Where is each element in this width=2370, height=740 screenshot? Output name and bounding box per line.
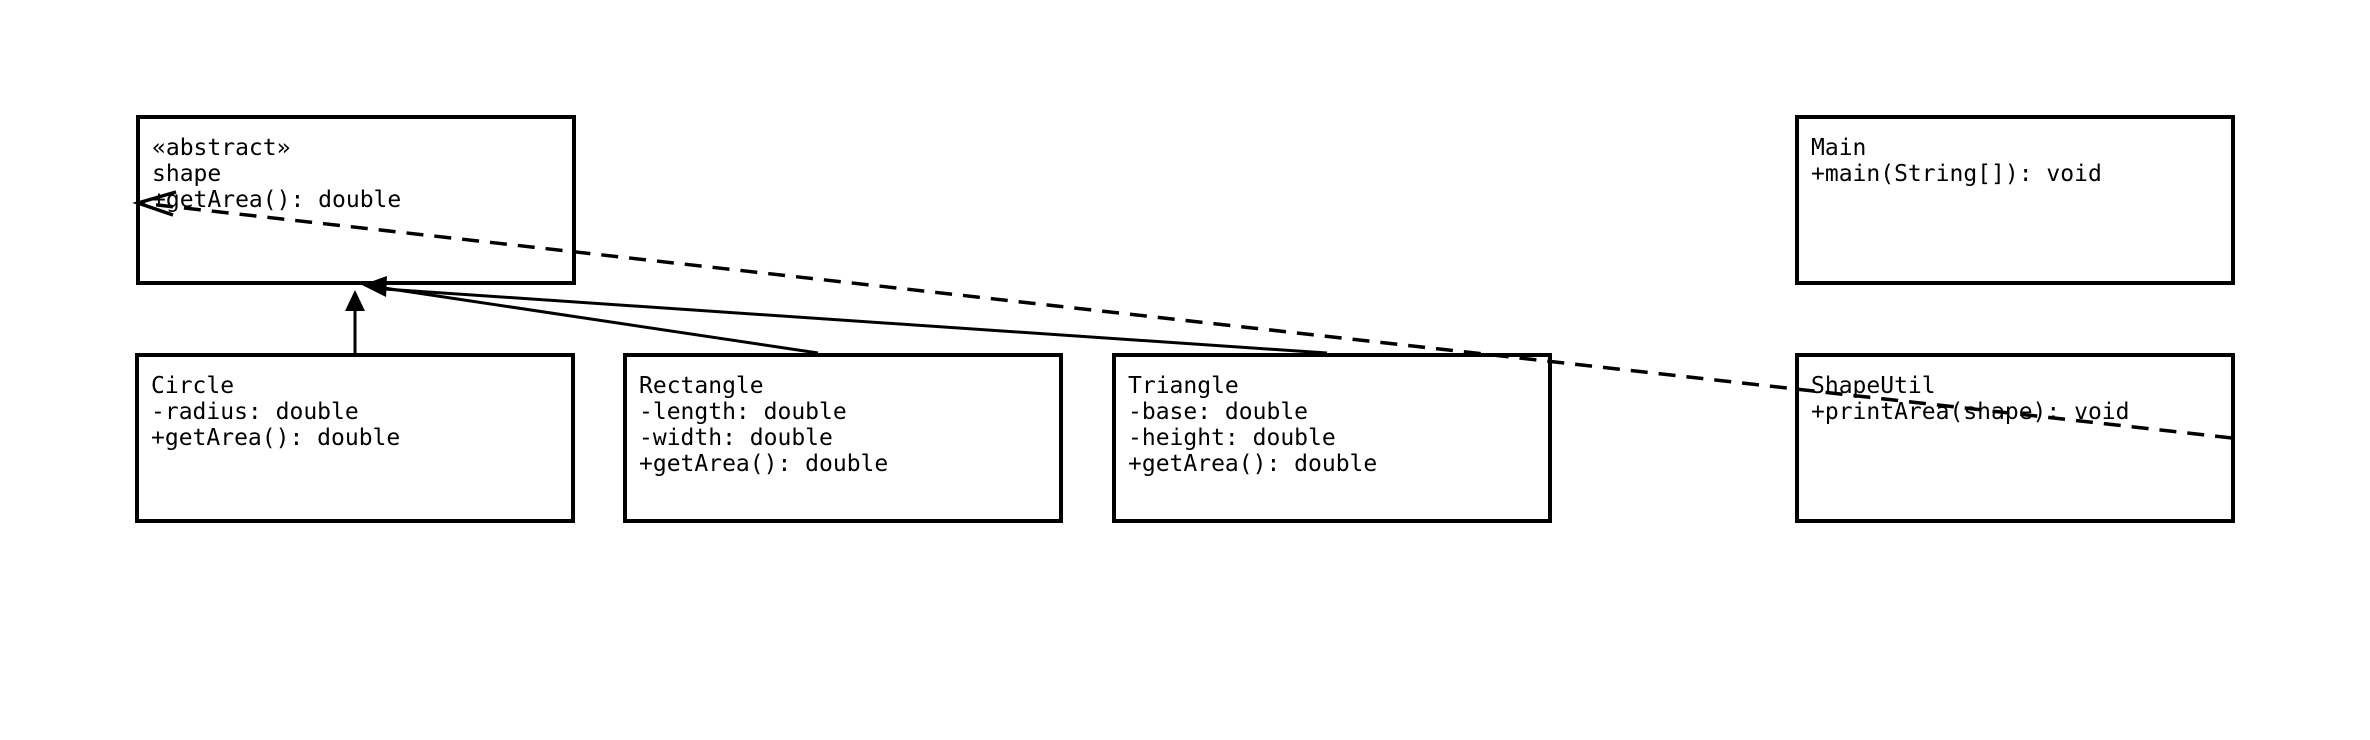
class-name: ShapeUtil [1811, 373, 1936, 399]
class-box-rectangle: Rectangle -length: double -width: double… [623, 353, 1063, 523]
class-member: +getArea(): double [1128, 451, 1378, 477]
class-box-shapeutil: ShapeUtil +printArea(shape): void [1795, 353, 2235, 523]
class-member: +printArea(shape): void [1811, 399, 2130, 425]
inheritance-arrow-triangle-to-shape [362, 276, 1328, 355]
class-box-triangle: Triangle -base: double -height: double +… [1112, 353, 1552, 523]
inheritance-arrow-circle-to-shape [345, 290, 365, 353]
class-member: +getArea(): double [152, 187, 402, 213]
class-name: Circle [151, 373, 235, 399]
class-name: Main [1811, 135, 1867, 161]
class-member: +getArea(): double [639, 451, 889, 477]
class-member: -length: double [639, 399, 847, 425]
class-box-circle: Circle -radius: double +getArea(): doubl… [135, 353, 575, 523]
class-box-shape: «abstract» shape +getArea(): double [136, 115, 576, 285]
class-member: +main(String[]): void [1811, 161, 2102, 187]
class-box-main: Main +main(String[]): void [1795, 115, 2235, 285]
class-name: Rectangle [639, 373, 764, 399]
class-member: -base: double [1128, 399, 1309, 425]
class-member: -radius: double [151, 399, 359, 425]
class-stereotype: «abstract» [152, 135, 291, 161]
class-name: Triangle [1128, 373, 1239, 399]
class-member: -width: double [639, 425, 833, 451]
class-name: shape [152, 161, 222, 187]
class-member: +getArea(): double [151, 425, 401, 451]
class-member: -height: double [1128, 425, 1336, 451]
inheritance-arrow-rectangle-to-shape [383, 286, 819, 355]
